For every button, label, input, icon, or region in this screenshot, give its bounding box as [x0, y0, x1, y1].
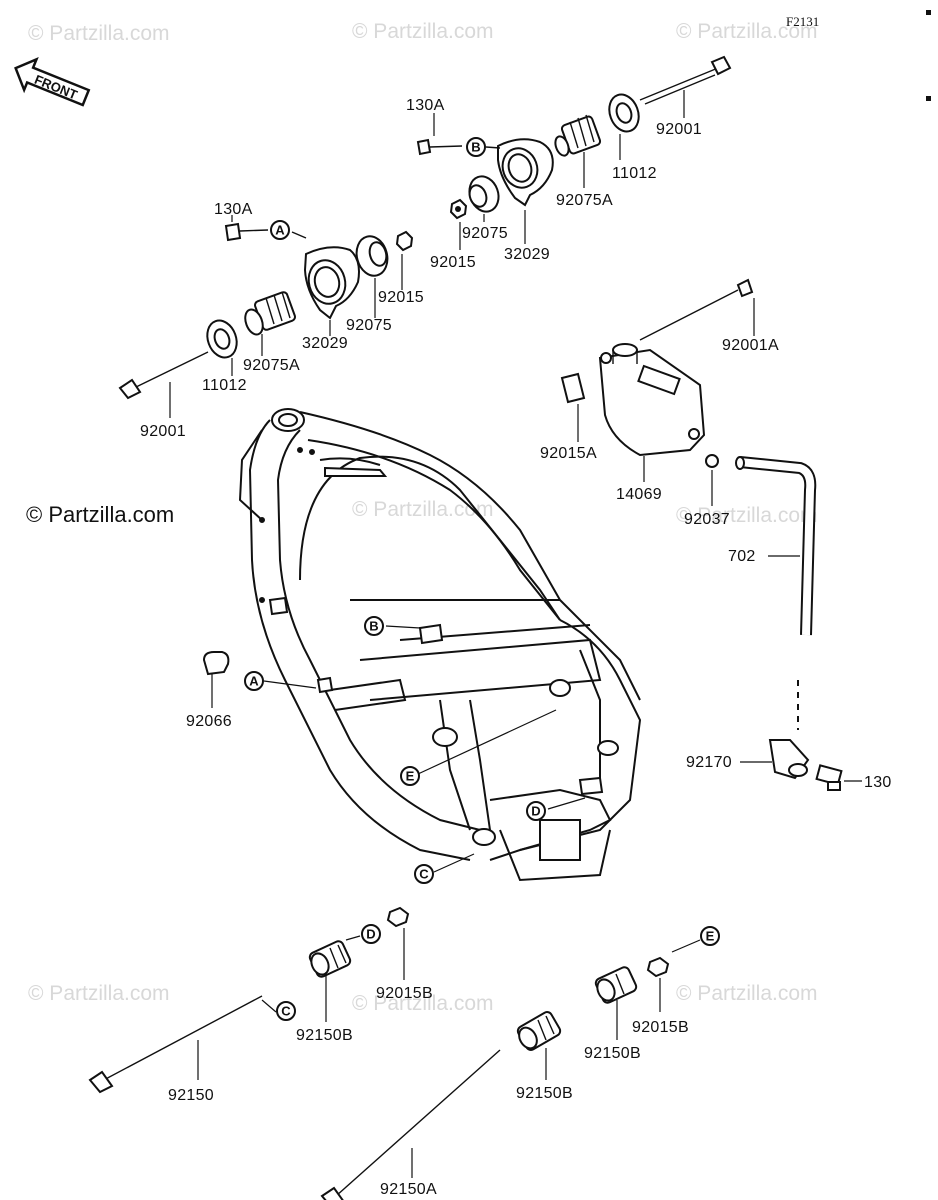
ref-circle-A-left: A	[270, 220, 290, 240]
ref-letter: E	[406, 769, 415, 784]
ref-circle-A-frame: A	[244, 671, 264, 691]
watermark: © Partzilla.com	[676, 504, 818, 527]
part-number[interactable]: 32029	[504, 246, 550, 263]
watermark: © Partzilla.com	[676, 982, 818, 1005]
part-number[interactable]: 130A	[406, 97, 445, 114]
frame-body	[238, 408, 642, 882]
reservoir-tank	[560, 278, 843, 791]
part-number[interactable]: 92150B	[584, 1045, 641, 1062]
part-number[interactable]: 92170	[686, 754, 732, 771]
part-number[interactable]: 702	[728, 548, 756, 565]
ref-circle-E-frame: E	[400, 766, 420, 786]
part-number[interactable]: 130A	[214, 201, 253, 218]
ref-circle-B-top: B	[466, 137, 486, 157]
part-number[interactable]: 11012	[202, 377, 247, 394]
ref-circle-C-frame: C	[414, 864, 434, 884]
part-number[interactable]: 92075	[346, 317, 392, 334]
ref-letter: A	[275, 223, 285, 238]
bottom-bolts	[88, 906, 670, 1200]
watermark: © Partzilla.com	[28, 982, 170, 1005]
part-number[interactable]: 92001	[656, 121, 702, 138]
part-number[interactable]: 92001A	[722, 337, 779, 354]
ref-letter: B	[471, 140, 480, 155]
ref-letter: B	[369, 619, 378, 634]
part-number[interactable]: 92015	[378, 289, 424, 306]
ref-letter: C	[281, 1004, 291, 1019]
part-number[interactable]: 92015B	[376, 985, 433, 1002]
part-number[interactable]: 130	[864, 774, 892, 791]
watermark: © Partzilla.com	[676, 20, 818, 43]
ref-letter: E	[706, 929, 715, 944]
part-number[interactable]: 92066	[186, 713, 232, 730]
edge-mark	[926, 10, 931, 15]
part-number[interactable]: 92150	[168, 1087, 214, 1104]
watermark: © Partzilla.com	[352, 498, 494, 521]
edge-mark	[926, 96, 931, 101]
ref-circle-E-bottom: E	[700, 926, 720, 946]
part-number[interactable]: 92150A	[380, 1181, 437, 1198]
part-number[interactable]: 92037	[684, 511, 730, 528]
part-number[interactable]: 92015	[430, 254, 476, 271]
ref-circle-D-bottom: D	[361, 924, 381, 944]
part-number[interactable]: 92075	[462, 225, 508, 242]
part-number[interactable]: 92150B	[516, 1085, 573, 1102]
ref-letter: D	[366, 927, 375, 942]
part-number[interactable]: 92075A	[556, 192, 613, 209]
engine-mount-top	[416, 55, 732, 220]
ref-circle-B-frame: B	[364, 616, 384, 636]
part-number[interactable]: 92150B	[296, 1027, 353, 1044]
leader-lines	[169, 90, 862, 1178]
part-number[interactable]: 32029	[302, 335, 348, 352]
part-number[interactable]: 11012	[612, 165, 657, 182]
watermark: © Partzilla.com	[352, 992, 494, 1015]
watermark-dark: © Partzilla.com	[26, 502, 174, 527]
watermark: © Partzilla.com	[352, 20, 494, 43]
ref-circle-C-bottom: C	[276, 1001, 296, 1021]
plug-92066	[202, 651, 230, 676]
engine-mount-left	[118, 222, 414, 400]
ref-letter: D	[531, 804, 540, 819]
ref-letter: C	[419, 867, 429, 882]
part-number[interactable]: 92015B	[632, 1019, 689, 1036]
diagram-code: F2131	[786, 14, 819, 29]
watermark: © Partzilla.com	[28, 22, 170, 45]
part-number[interactable]: 92015A	[540, 445, 597, 462]
part-number[interactable]: 92075A	[243, 357, 300, 374]
part-number[interactable]: 14069	[616, 486, 662, 503]
front-arrow-icon: FRONT	[14, 56, 91, 107]
ref-letter: A	[249, 674, 259, 689]
part-number[interactable]: 92001	[140, 423, 186, 440]
ref-circle-D-frame: D	[526, 801, 546, 821]
